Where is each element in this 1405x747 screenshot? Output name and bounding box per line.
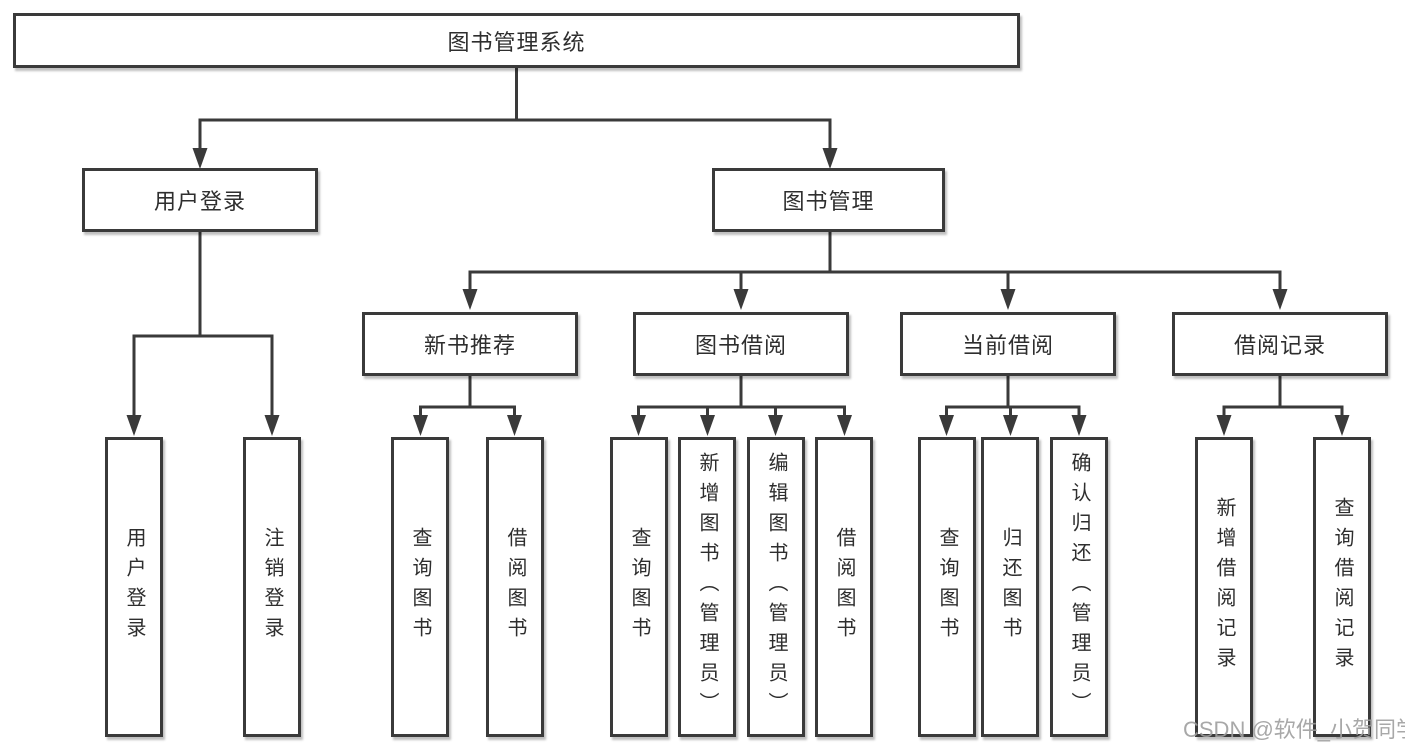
node-user-login: 用户登录	[82, 168, 318, 232]
node-borrowing-records: 借阅记录	[1172, 312, 1388, 376]
leaf-current-query-books: 查询图书	[918, 437, 976, 737]
arrowheads	[126, 148, 1350, 436]
leaf-recommend-borrow-books: 借阅图书	[486, 437, 544, 737]
leaf-current-return-books: 归还图书	[981, 437, 1039, 737]
leaf-borrowing-borrow-books: 借阅图书	[815, 437, 873, 737]
leaf-records-add-borrow-record: 新增借阅记录	[1195, 437, 1253, 737]
leaf-borrowing-add-books-admin: 新增图书（管理员）	[678, 437, 736, 737]
node-book-management: 图书管理	[712, 168, 945, 232]
leaf-logout: 注销登录	[243, 437, 301, 737]
leaf-borrowing-query-books: 查询图书	[610, 437, 668, 737]
node-current-borrowing: 当前借阅	[900, 312, 1116, 376]
node-new-book-recommendation: 新书推荐	[362, 312, 578, 376]
leaf-recommend-query-books: 查询图书	[391, 437, 449, 737]
leaf-current-confirm-return-admin: 确认归还（管理员）	[1050, 437, 1108, 737]
csdn-watermark: CSDN @软件_小贺同学	[1183, 717, 1405, 742]
node-library-management-system: 图书管理系统	[13, 13, 1020, 68]
leaf-records-query-borrow-record: 查询借阅记录	[1313, 437, 1371, 737]
leaf-user-login: 用户登录	[105, 437, 163, 737]
leaf-borrowing-edit-books-admin: 编辑图书（管理员）	[747, 437, 805, 737]
node-book-borrowing: 图书借阅	[633, 312, 849, 376]
